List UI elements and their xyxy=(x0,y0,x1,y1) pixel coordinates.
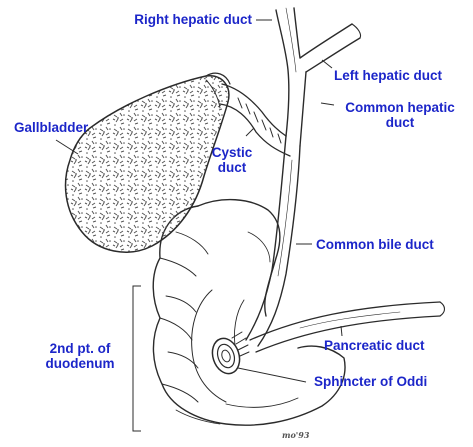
duodenum xyxy=(153,200,345,426)
label-duodenum-line1: 2nd pt. of xyxy=(50,341,111,356)
leader-cystic-duct xyxy=(246,128,254,136)
leader-common-hepatic-duct xyxy=(321,103,334,105)
label-sphincter-of-oddi: Sphincter of Oddi xyxy=(314,374,427,389)
label-common-hepatic-duct-line1: Common hepatic xyxy=(345,100,455,115)
label-common-bile-duct: Common bile duct xyxy=(316,237,434,252)
label-right-hepatic-duct: Right hepatic duct xyxy=(134,12,252,27)
label-left-hepatic-duct: Left hepatic duct xyxy=(334,68,443,83)
artist-signature: mo'93 xyxy=(282,430,310,440)
label-duodenum-line2: duodenum xyxy=(46,356,115,371)
duodenum-bracket xyxy=(133,286,141,431)
leader-left-hepatic-duct xyxy=(322,60,332,68)
label-pancreatic-duct: Pancreatic duct xyxy=(324,338,425,353)
label-gallbladder: Gallbladder xyxy=(14,120,89,135)
label-cystic-duct-line1: Cystic xyxy=(212,145,253,160)
label-common-hepatic-duct-line2: duct xyxy=(386,115,415,130)
label-cystic-duct-line2: duct xyxy=(218,160,247,175)
